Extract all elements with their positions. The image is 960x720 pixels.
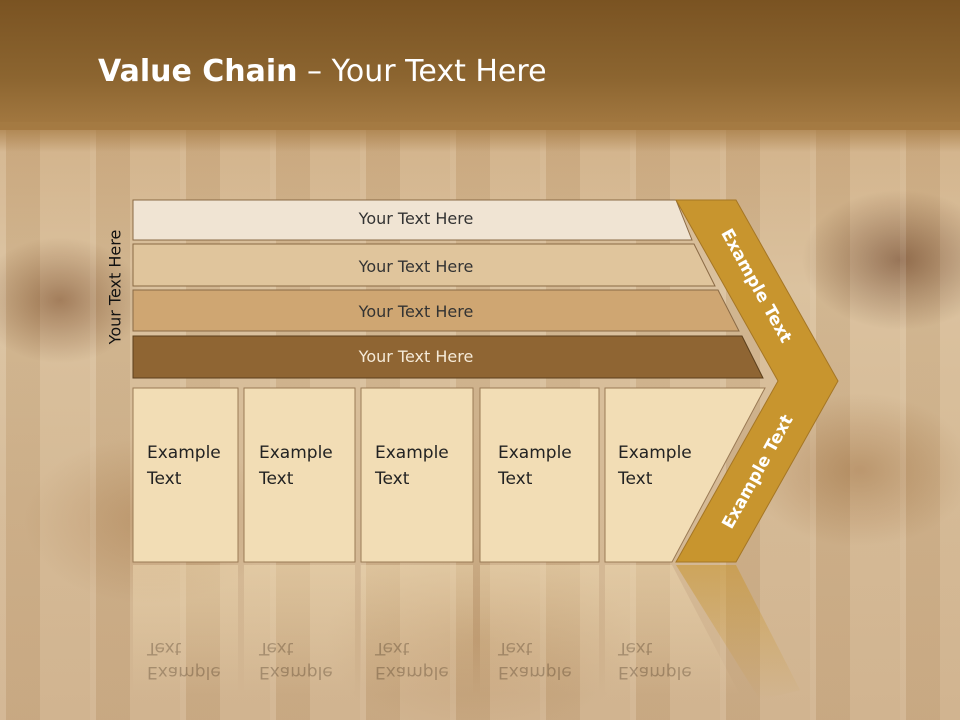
band-1 [132, 199, 693, 241]
diagram-reflection [133, 565, 800, 700]
card-2 [243, 387, 356, 563]
card-label-5: Example Text [618, 443, 692, 489]
band-3 [132, 289, 740, 332]
slide-title: Value Chain – Your Text Here [98, 54, 547, 89]
card-label-4: Example Text [498, 443, 572, 489]
card-label-1: Example Text [147, 443, 221, 489]
card-reflection-label-3: Example Text [375, 638, 449, 682]
card-reflection-label-1: Example Text [147, 638, 221, 682]
card-4 [479, 387, 600, 563]
band-label-1: Your Text Here [358, 209, 474, 228]
card-5 [604, 387, 766, 563]
card-reflection-label-5: Example Text [618, 638, 692, 682]
card-reflection-label-4: Example Text [498, 638, 572, 682]
band-2 [132, 243, 716, 287]
card-label-2: Example Text [259, 443, 333, 489]
band-4 [132, 335, 764, 379]
chevron-arrow [675, 199, 839, 563]
band-label-2: Your Text Here [358, 257, 474, 276]
band-label-3: Your Text Here [358, 302, 474, 321]
card-1 [132, 387, 239, 563]
card-3 [360, 387, 474, 563]
band-label-4: Your Text Here [358, 347, 474, 366]
title-bar-fade [0, 122, 960, 152]
title-bar [0, 0, 960, 130]
card-label-3: Example Text [375, 443, 449, 489]
title-bold: Value Chain [98, 54, 298, 89]
card-reflection-label-2: Example Text [259, 638, 333, 682]
title-rest: – Your Text Here [297, 54, 547, 89]
